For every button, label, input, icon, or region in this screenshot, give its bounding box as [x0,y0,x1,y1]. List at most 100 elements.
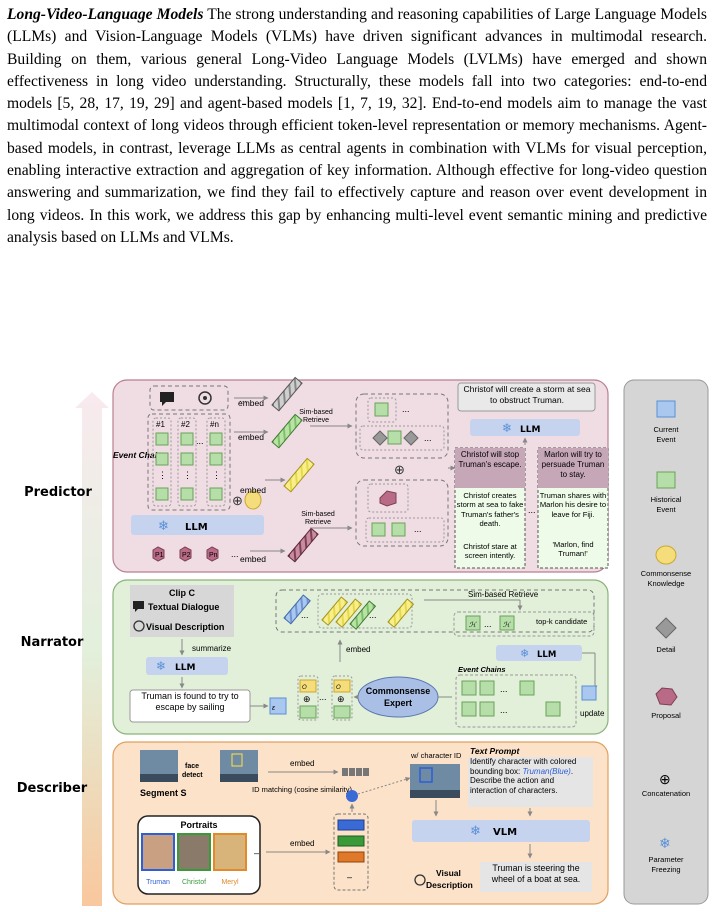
svg-text:Christof: Christof [182,879,206,886]
svg-text:–: – [347,872,352,882]
svg-text:O: O [302,685,307,691]
svg-text:LLM: LLM [185,522,208,533]
svg-text:⊕: ⊕ [303,694,311,704]
svg-text:Portraits: Portraits [180,820,217,830]
svg-text:Sim-based: Sim-based [299,409,333,416]
describer-vlm [412,820,590,842]
svg-text:VLM: VLM [493,827,517,838]
portrait-christof [177,833,211,871]
stage-predictor: Predictor [24,485,92,500]
svg-text:top-k candidate: top-k candidate [536,617,587,626]
svg-text:Concatenation: Concatenation [642,789,690,798]
embed-bar-red [287,527,319,563]
svg-text:Sim-based: Sim-based [301,511,335,518]
svg-text:⊕: ⊕ [394,462,405,477]
svg-text:...: ... [500,705,508,715]
visual-description-output [480,862,592,892]
svg-text:...: ... [500,684,508,694]
svg-text:detect: detect [182,772,203,779]
svg-text:Description: Description [426,880,473,890]
svg-text:Proposal: Proposal [651,711,681,720]
chain-column-n: #n [206,417,226,507]
legend-freeze-icon: ❄ [659,836,671,852]
narrator-chain-rows: ... ... [461,680,561,717]
svg-text:...: ... [424,433,432,443]
svg-text:ID matching (cosine similarity: ID matching (cosine similarity) [252,785,353,794]
svg-text:Freezing: Freezing [651,865,680,874]
embed-bar-green [271,413,303,449]
svg-text:O: O [336,685,341,691]
narrator-embed-blue [283,594,311,625]
dialogue-icon [160,392,174,406]
commonsense-expert [357,676,439,718]
svg-text:Visual Description: Visual Description [146,622,224,632]
svg-text:Meryl: Meryl [221,879,239,886]
svg-text:Retrieve: Retrieve [303,417,329,424]
svg-text:–: – [254,848,259,858]
svg-text:embed: embed [238,432,264,442]
intro-paragraph: Long-Video-Language Models The strong un… [7,4,707,249]
svg-text:⊕: ⊕ [337,694,345,704]
paragraph-body: The strong understanding and reasoning c… [7,6,708,246]
svg-text:...: ... [528,505,536,515]
svg-text:P1: P1 [155,552,164,559]
svg-text:...: ... [301,610,309,620]
svg-text:...: ... [231,549,239,559]
legend-panel [623,379,709,905]
svg-text:Event: Event [656,435,676,444]
narrator-llm-2 [496,645,582,661]
svg-text:⋮: ⋮ [158,470,167,480]
svg-text:face: face [185,763,199,770]
svg-text:#2: #2 [181,420,190,429]
svg-text:...: ... [484,619,492,629]
svg-text:❄: ❄ [502,421,512,435]
svg-text:LLM: LLM [175,663,195,673]
prediction-output [457,382,596,412]
svg-text:LLM: LLM [520,425,540,435]
svg-text:Clip C: Clip C [169,588,195,598]
svg-text:embed: embed [238,398,264,408]
svg-text:LLM: LLM [537,650,556,660]
svg-text:Commonsense: Commonsense [641,569,691,578]
svg-text:❄: ❄ [156,659,166,673]
svg-text:Text Prompt: Text Prompt [470,746,520,756]
svg-text:...: ... [319,692,327,702]
predictor-event-chains-label: Event Chains [113,450,167,460]
svg-text:ℋ: ℋ [503,621,511,629]
chain-column-1: #1 [152,417,172,507]
embed-bar-yellow [283,457,315,493]
face-embedding-vector [342,768,369,776]
stage-progress-arrow [75,392,109,906]
predictor-llm-2 [470,419,580,436]
svg-text:...: ... [369,610,377,620]
svg-text:❄: ❄ [470,824,481,839]
svg-text:Segment S: Segment S [140,788,187,798]
predictor-llm [131,515,264,535]
svg-text:⋮: ⋮ [183,470,192,480]
svg-text:❄: ❄ [520,647,529,660]
paragraph-lead: Long-Video-Language Models [7,6,204,23]
svg-text:Truman: Truman [146,879,170,886]
svg-text:Retrieve: Retrieve [305,519,331,526]
svg-text:...: ... [239,394,247,405]
proposal-list: P1 P2 Pn ... [152,546,239,562]
portrait-meryl [213,833,247,871]
eye-icon [198,391,212,405]
legend-detail-icon [655,617,677,639]
svg-text:embed: embed [240,485,266,495]
svg-text:...: ... [402,404,410,414]
text-prompt-box [468,757,593,807]
legend-historical-icon [656,471,676,489]
narrator-llm [146,657,228,675]
svg-text:⋮: ⋮ [212,470,221,480]
svg-text:Detail: Detail [656,645,676,654]
legend-concat-icon: ⊕ [659,771,671,787]
svg-text:#1: #1 [156,420,165,429]
svg-text:embed: embed [346,645,370,654]
svg-text:Parameter: Parameter [648,855,684,864]
clip-card [130,585,234,637]
svg-text:Knowledge: Knowledge [647,579,684,588]
legend-commonsense-icon [655,545,677,565]
svg-text:Event: Event [656,505,676,514]
